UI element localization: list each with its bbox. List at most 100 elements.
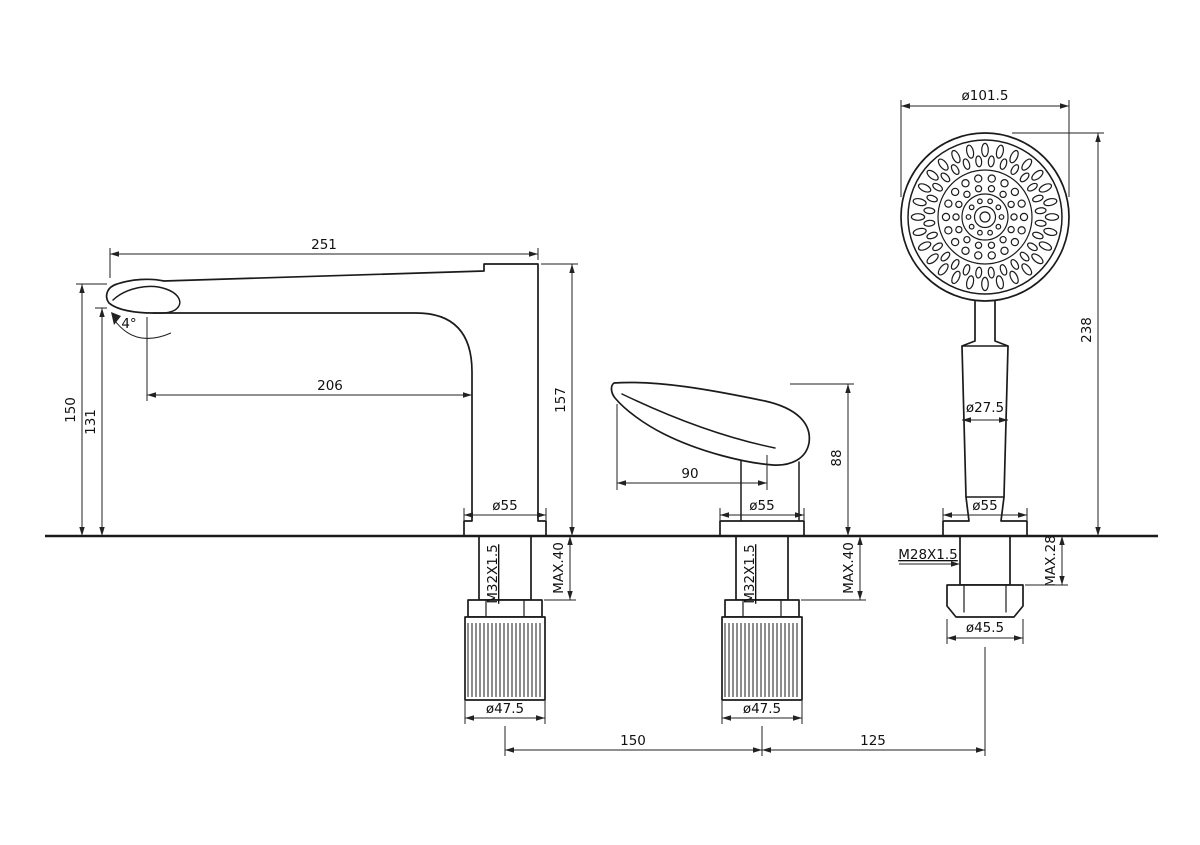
dim-label: ø55 [492, 498, 517, 514]
arrowhead [951, 561, 960, 567]
nozzle-dot [981, 142, 989, 158]
nozzle-dot [1031, 169, 1044, 181]
nozzle-dot [1044, 213, 1060, 221]
nozzle-dot [955, 225, 963, 234]
nozzle-dot [987, 198, 993, 205]
nozzle-dot [950, 164, 960, 176]
nozzle-dot [917, 241, 932, 251]
nozzle-dot [912, 227, 927, 237]
dim-label: MAX.40 [551, 542, 567, 594]
shower-head-ring [961, 193, 1009, 241]
arrowhead [962, 417, 971, 423]
dim-label: 150 [63, 397, 79, 423]
nozzle-dot [1007, 225, 1015, 234]
nozzle-dot [975, 266, 983, 279]
nozzle-dot [974, 251, 983, 260]
arrowhead [79, 284, 85, 293]
nozzle-dot [1032, 194, 1044, 203]
nozzle-dot [974, 174, 983, 183]
arrowhead [758, 480, 767, 486]
arrowhead [569, 264, 575, 273]
nozzle-dot [1009, 149, 1019, 164]
arrowhead [147, 392, 156, 398]
nozzle-dot [1043, 227, 1058, 237]
nozzle-dot [1034, 219, 1047, 227]
nozzle-dot [965, 275, 975, 290]
arrowhead [99, 527, 105, 536]
arrowhead [720, 512, 729, 518]
nozzle-dot [987, 185, 996, 193]
nozzle-dot [1009, 270, 1019, 285]
nozzle-dot [974, 241, 983, 249]
nozzle-dot [987, 241, 996, 249]
nozzle-dot [987, 251, 996, 260]
nozzle-dot [1000, 179, 1009, 188]
arrowhead [1095, 133, 1101, 142]
nozzle-dot [1010, 187, 1020, 197]
nozzle-dot [977, 198, 983, 205]
nozzle-dot [1010, 164, 1020, 176]
arrowhead [1059, 576, 1065, 585]
nozzle-dot [1019, 172, 1030, 183]
arrowhead [1018, 512, 1027, 518]
nozzle-dot [974, 185, 983, 193]
arrowhead [722, 715, 731, 721]
arrowhead [1060, 103, 1069, 109]
arrowhead [110, 251, 119, 257]
dim-label: MAX.28 [1043, 535, 1059, 587]
nozzle-dot [923, 207, 936, 215]
nozzle-dot [1019, 251, 1030, 262]
nozzle-dot [926, 194, 938, 203]
dim-label: 150 [620, 733, 646, 749]
arrowhead [529, 251, 538, 257]
nozzle-dot [1026, 182, 1038, 192]
nozzle-dot [910, 213, 926, 221]
handle-lever-outline [610, 381, 811, 466]
shower-head-outer-circle [900, 132, 1070, 302]
handle-knurl-sleeve [721, 616, 803, 701]
nozzle-dot [965, 214, 972, 220]
dim-label: M28X1.5 [898, 547, 958, 563]
arrowhead [463, 392, 472, 398]
arrowhead [99, 308, 105, 317]
nozzle-dot [1010, 213, 1018, 221]
nozzle-dot [932, 242, 944, 252]
dim-label: 131 [83, 409, 99, 435]
dim-label: 238 [1079, 317, 1095, 343]
nozzle-dot [999, 158, 1008, 170]
dim-label: ø47.5 [743, 701, 781, 717]
arrowhead [79, 527, 85, 536]
angle-arc [112, 317, 172, 339]
nozzle-dot [1032, 231, 1044, 240]
arrowhead [753, 747, 762, 753]
nozzle-dot [977, 229, 983, 236]
arrowhead [762, 747, 771, 753]
nozzle-dot [1034, 207, 1047, 215]
nozzle-dot [944, 199, 953, 208]
arrowhead [947, 635, 956, 641]
arrowhead [976, 747, 985, 753]
nozzle-dot [1021, 158, 1033, 171]
nozzle-dot [975, 155, 983, 168]
nozzle-dot [932, 182, 944, 192]
arrowhead [901, 103, 910, 109]
dim-label: 4° [121, 316, 136, 332]
nozzle-dot [1010, 237, 1020, 247]
dim-label: M32X1.5 [485, 544, 501, 604]
nozzle-dot [987, 155, 995, 168]
nozzle-dot [995, 223, 1002, 230]
dim-label: 157 [553, 387, 569, 413]
nozzle-dot [923, 219, 936, 227]
nozzle-dot [962, 264, 971, 276]
nozzle-dot [940, 251, 951, 262]
nozzle-dot [950, 258, 960, 270]
nozzle-dot [1007, 200, 1015, 209]
fixture-outlines [45, 132, 1158, 701]
arrowhead [617, 480, 626, 486]
arrowhead [857, 591, 863, 600]
nozzle-dot [961, 179, 970, 188]
nozzle-dot [926, 231, 938, 240]
nozzle-dot [995, 275, 1005, 290]
